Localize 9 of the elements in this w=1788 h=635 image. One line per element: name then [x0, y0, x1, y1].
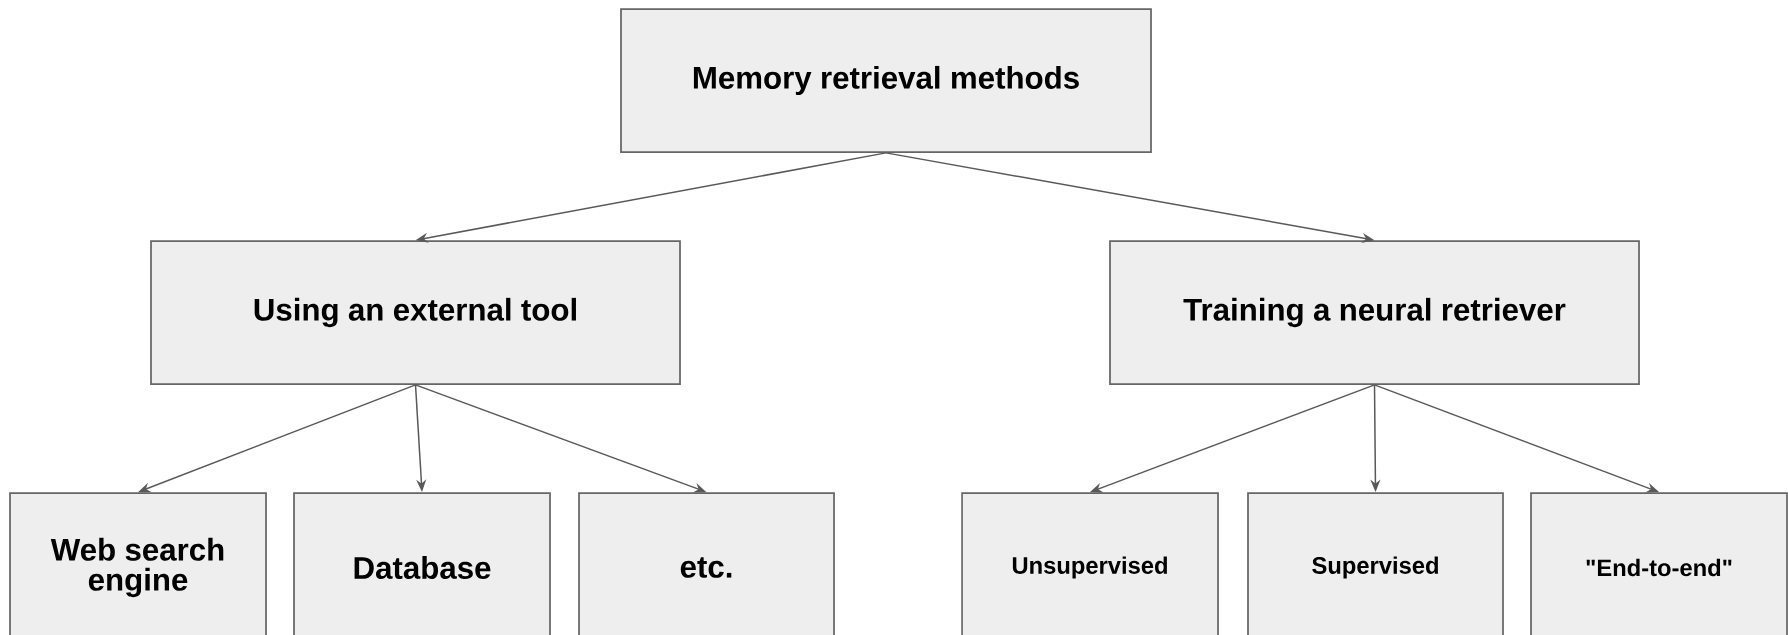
- process-box: Training a neural retriever: [1109, 240, 1640, 385]
- process-box: Database: [293, 492, 551, 635]
- process-box: Memory retrieval methods: [620, 8, 1152, 153]
- process-box: Unsupervised: [961, 492, 1219, 635]
- process-box: etc.: [578, 492, 835, 635]
- process-box: Using an external tool: [150, 240, 681, 385]
- process-box: "End-to-end": [1530, 492, 1788, 635]
- process-box: Supervised: [1247, 492, 1504, 635]
- process-box: Web search engine: [9, 492, 267, 635]
